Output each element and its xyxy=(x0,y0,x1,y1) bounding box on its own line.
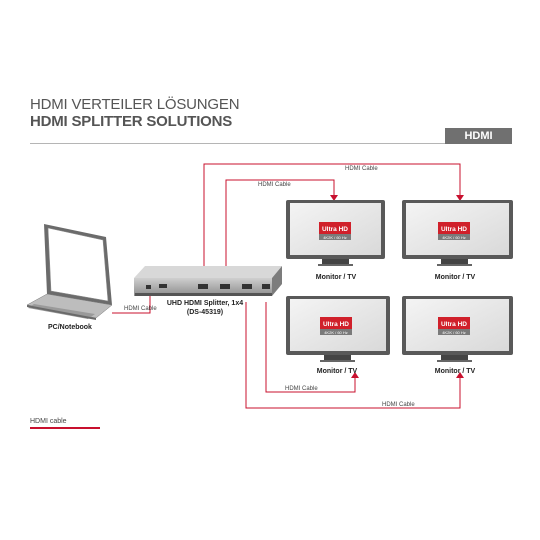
cable-pc-label: HDMI Cable xyxy=(124,306,157,312)
arrow-top-inner xyxy=(330,195,338,201)
header-divider xyxy=(30,143,512,144)
monitor-2-sub: 4K2K / 60 Hz xyxy=(442,235,466,240)
monitor-1-label: Monitor / TV xyxy=(316,274,357,281)
cable-arrows xyxy=(330,195,464,378)
page-title-de: HDMI VERTEILER LÖSUNGEN xyxy=(30,96,240,113)
monitor-4: Ultra HD 4K2K / 60 Hz xyxy=(402,296,513,362)
monitor-3-badge: Ultra HD xyxy=(323,321,349,328)
monitor-2-label: Monitor / TV xyxy=(435,274,476,281)
monitor-3-label: Monitor / TV xyxy=(317,368,358,375)
arrow-top-outer xyxy=(456,195,464,201)
cable-bottom-inner-label: HDMI Cable xyxy=(285,386,318,392)
hdmi-badge: HDMI xyxy=(445,128,512,144)
splitter-label-line2: (DS-45319) xyxy=(187,309,223,316)
arrow-bottom-inner xyxy=(351,372,359,378)
cable-lines xyxy=(112,163,461,409)
cable-pc-splitter xyxy=(112,296,151,314)
cable-top-outer-label: HDMI Cable xyxy=(345,166,378,172)
cable-bottom-outer xyxy=(245,302,461,409)
monitor-2: Ultra HD 4K2K / 60 Hz xyxy=(402,200,513,266)
monitor-2-badge: Ultra HD xyxy=(441,226,467,233)
monitor-4-sub: 4K2K / 60 Hz xyxy=(442,330,466,335)
splitter-device xyxy=(134,266,282,296)
monitor-1-badge: Ultra HD xyxy=(322,226,348,233)
cable-bottom-inner xyxy=(265,302,356,393)
monitor-3: Ultra HD 4K2K / 60 Hz xyxy=(286,296,390,362)
cable-top-outer xyxy=(203,163,461,272)
laptop-icon xyxy=(26,224,113,320)
monitor-1-sub: 4K2K / 60 Hz xyxy=(323,235,347,240)
cable-top-inner-label: HDMI Cable xyxy=(258,182,291,188)
page-title-en: HDMI SPLITTER SOLUTIONS xyxy=(30,113,233,130)
monitor-1: Ultra HD 4K2K / 60 Hz xyxy=(286,200,385,266)
legend-cable-swatch xyxy=(30,427,100,429)
ultra-hd-badge xyxy=(319,222,351,234)
monitor-4-badge: Ultra HD xyxy=(441,321,467,328)
cable-top-inner xyxy=(225,179,335,272)
legend-label: HDMI cable xyxy=(30,418,67,425)
monitor-3-sub: 4K2K / 60 Hz xyxy=(324,330,348,335)
arrow-bottom-outer xyxy=(456,372,464,378)
monitor-4-label: Monitor / TV xyxy=(435,368,476,375)
pc-label: PC/Notebook xyxy=(48,324,92,331)
cable-bottom-outer-label: HDMI Cable xyxy=(382,402,415,408)
splitter-label-line1: UHD HDMI Splitter, 1x4 xyxy=(167,300,243,307)
